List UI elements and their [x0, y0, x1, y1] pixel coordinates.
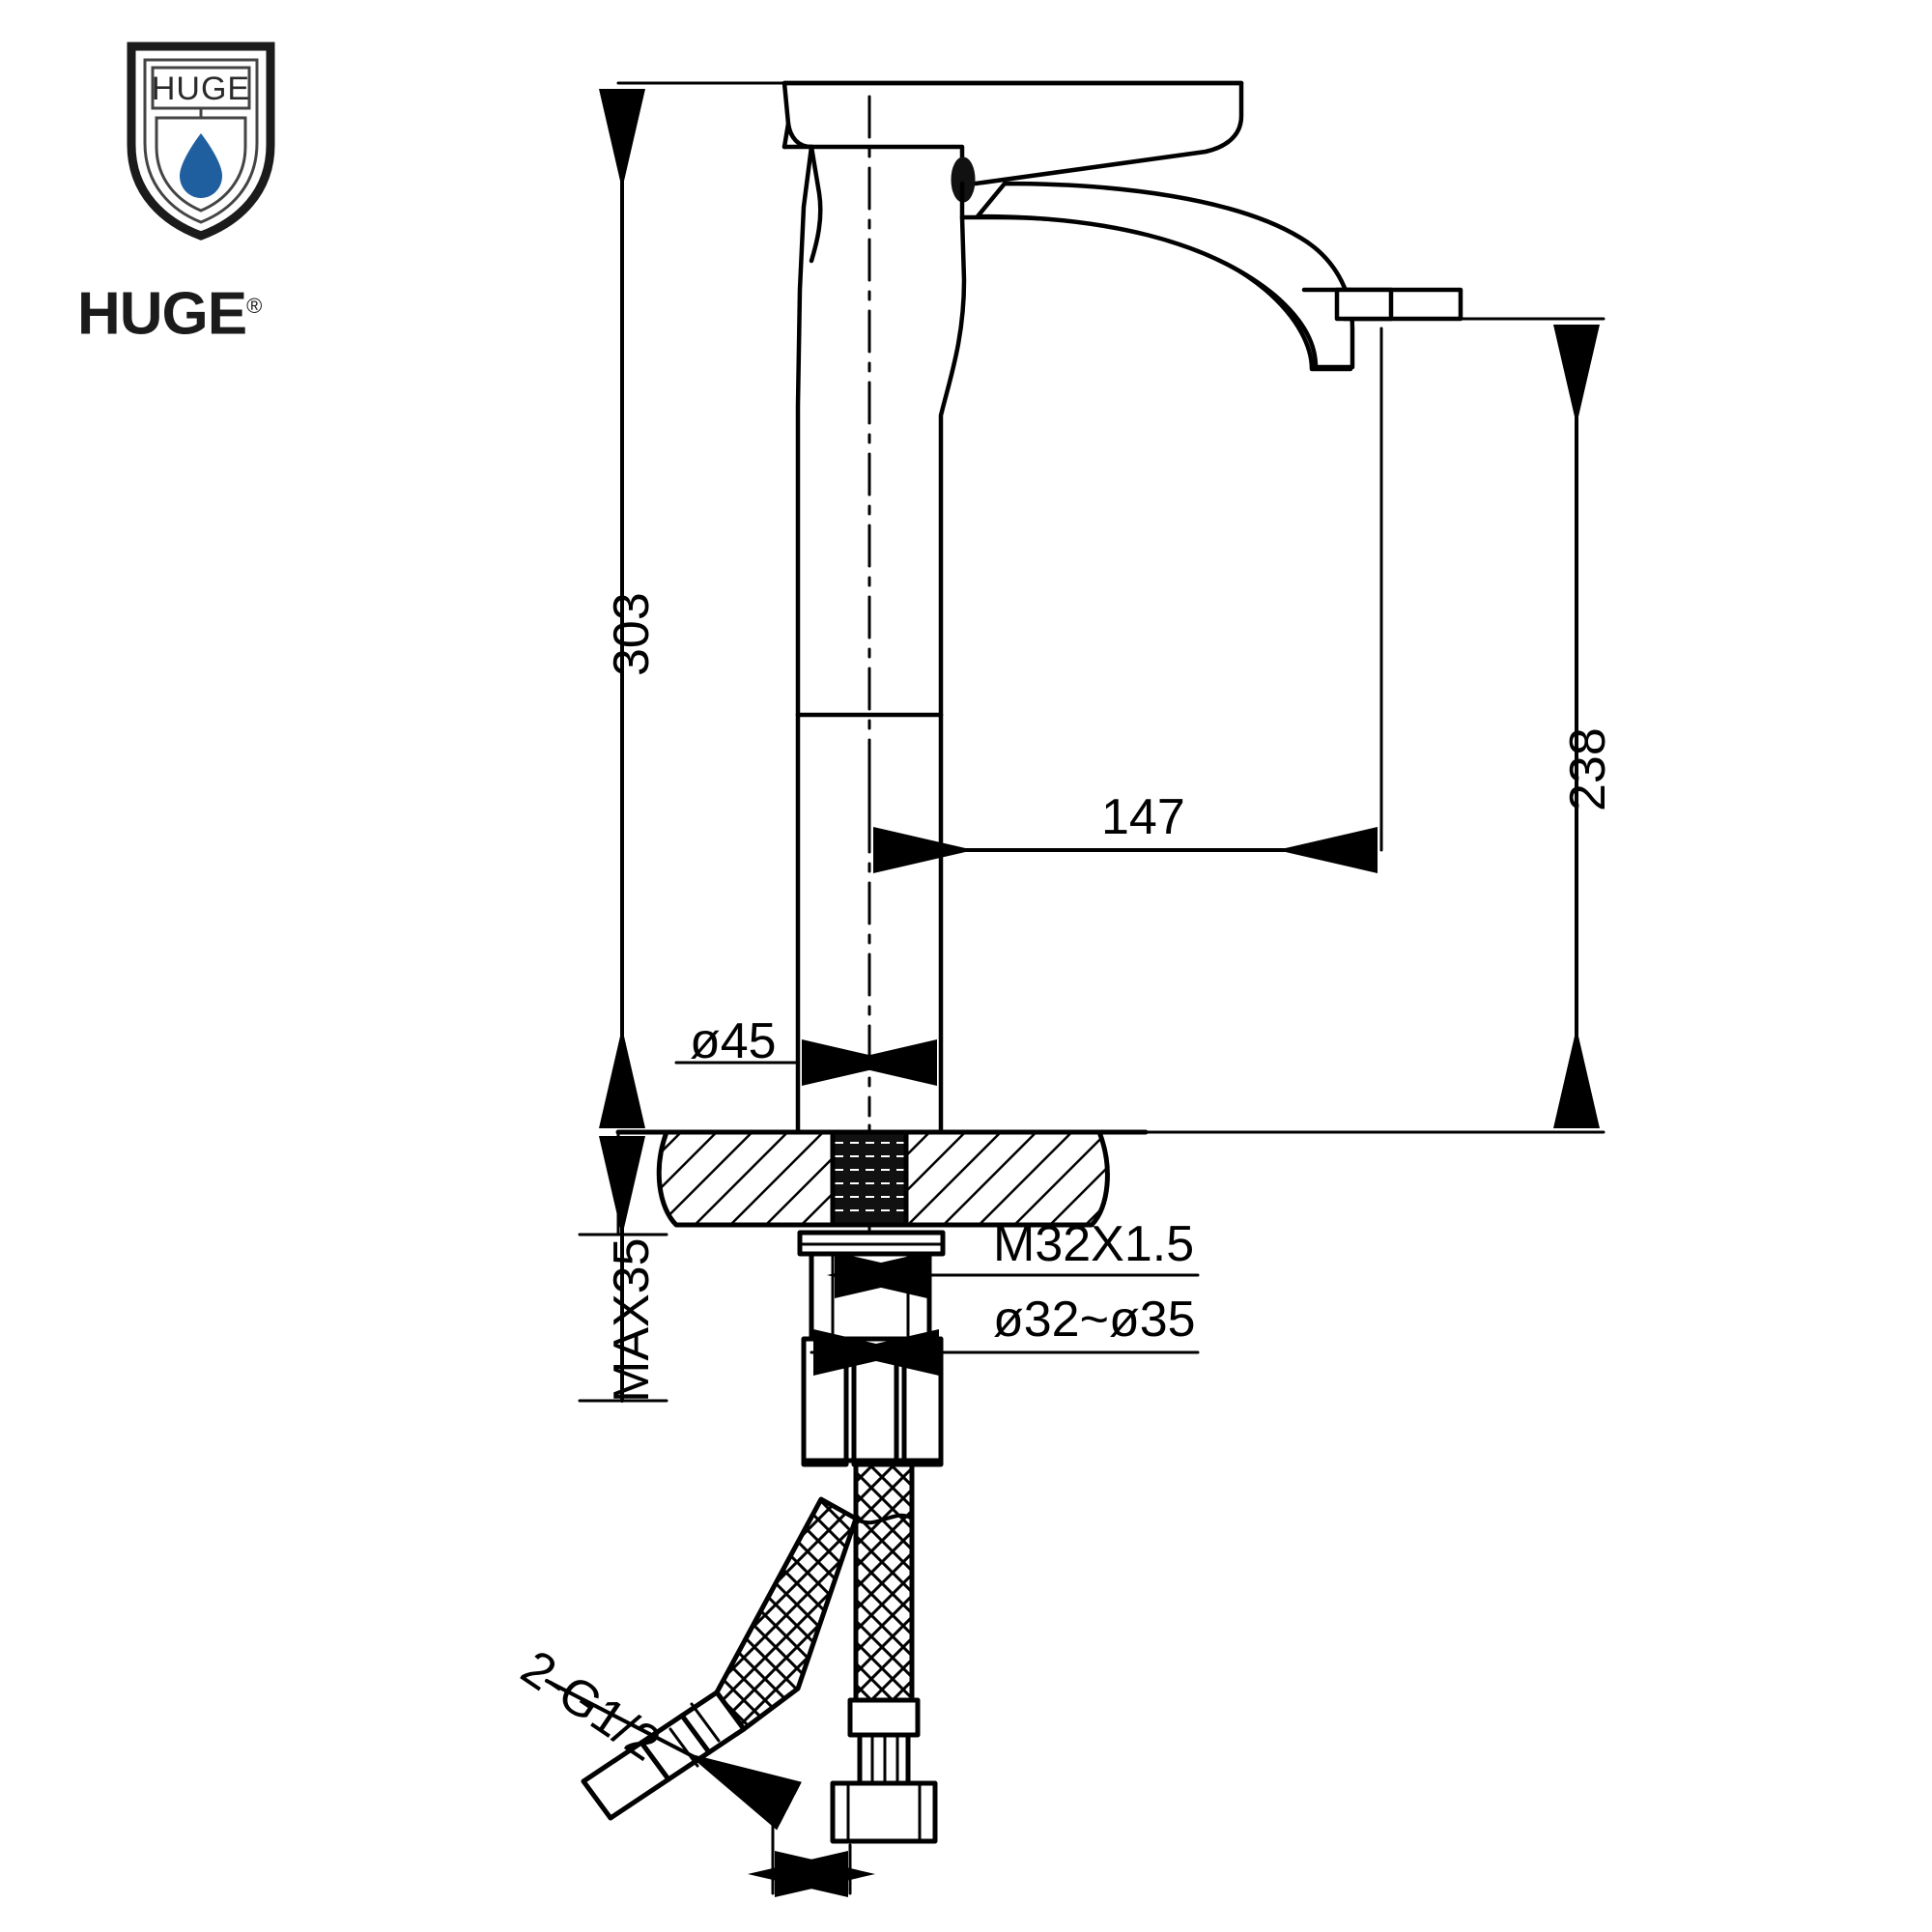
svg-text:HUGE: HUGE	[152, 71, 250, 107]
dimension-label-hole-diameter: ø32~ø35	[993, 1292, 1196, 1348]
dimension-label-thread-spec: M32X1.5	[993, 1216, 1195, 1272]
shield-icon: HUGE	[124, 39, 278, 242]
dimension-label-spout-reach: 147	[1101, 789, 1185, 845]
dimension-label-spout-height: 238	[1560, 727, 1616, 811]
dimension-label-deck-thickness: MAX35	[604, 1237, 660, 1403]
brand-logo: HUGE HUGE®	[77, 39, 367, 344]
dimension-label-overall-height: 303	[604, 592, 660, 676]
dimension-label-body-diameter: ø45	[690, 1013, 777, 1069]
registered-mark: ®	[246, 294, 262, 318]
wordmark-text: HUGE	[77, 280, 247, 348]
brand-wordmark: HUGE®	[77, 278, 367, 344]
